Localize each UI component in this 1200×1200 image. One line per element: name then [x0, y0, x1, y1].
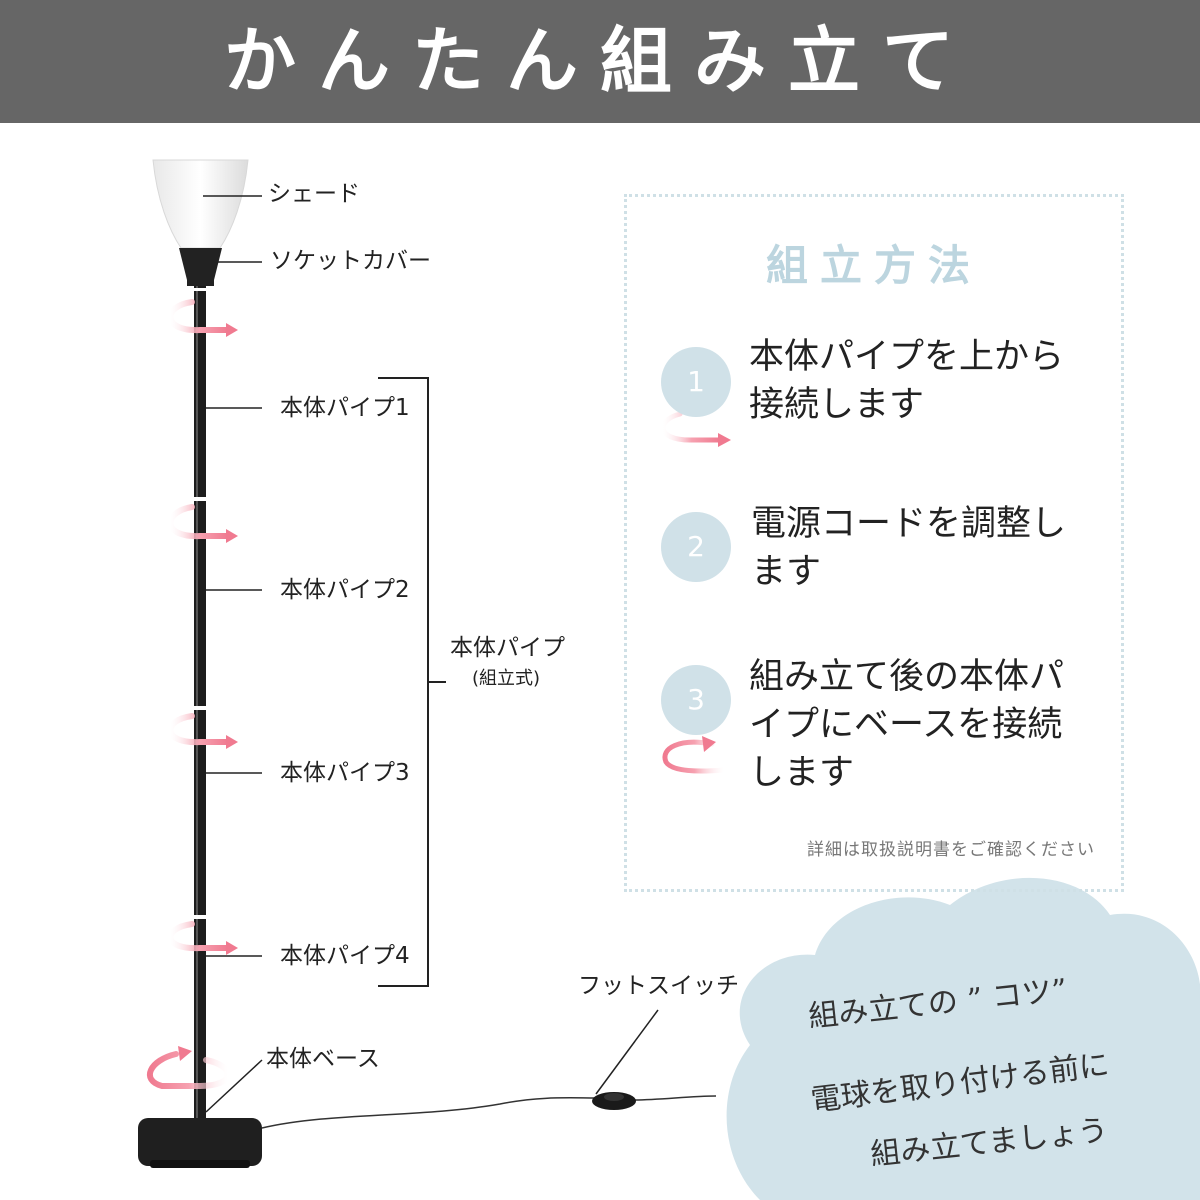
label-pipe4: 本体パイプ4	[280, 943, 410, 969]
step1-line1: 本体パイプを上から	[749, 337, 1065, 377]
socket-cover	[179, 248, 222, 280]
step2-line1: 電源コードを調整し	[751, 504, 1067, 544]
panel-title: 組立方法	[765, 241, 982, 290]
rotate-arrow-2	[167, 504, 238, 543]
label-foot-switch: フットスイッチ	[578, 973, 739, 999]
label-base: 本体ベース	[266, 1046, 380, 1072]
step1-text: 本体パイプを上から 接続します	[749, 333, 1064, 429]
rotate-arrow-4	[167, 921, 238, 955]
step3-line3: します	[749, 753, 855, 793]
base	[138, 1118, 262, 1166]
step3-number: 3	[661, 665, 731, 735]
step3-rotate-arrow	[662, 736, 727, 774]
label-pipe1: 本体パイプ1	[280, 395, 410, 421]
instructions-panel: 組立方法 1 本体パイプを上から 接続します 2 電源コードを調整し ます 3 …	[624, 194, 1124, 892]
step1-line2: 接続します	[749, 385, 925, 425]
label-pipe3: 本体パイプ3	[280, 760, 410, 786]
rotate-arrow-1	[167, 299, 238, 337]
label-socket-cover: ソケットカバー	[270, 248, 431, 274]
label-pipe2: 本体パイプ2	[280, 577, 410, 603]
step3-line2: イプにベースを接続	[749, 705, 1063, 745]
shade	[152, 159, 249, 249]
step3-text: 組み立て後の本体パ イプにベースを接続 します	[749, 653, 1064, 797]
tip-cloud	[726, 877, 1200, 1200]
step3-line1: 組み立て後の本体パ	[749, 657, 1065, 697]
step2-line2: ます	[751, 552, 822, 592]
step1-rotate-arrow	[660, 411, 731, 447]
label-pipe-group: 本体パイプ	[450, 635, 565, 661]
page-title: かんたん組み立て	[223, 19, 976, 103]
step2-text: 電源コードを調整し ます	[751, 500, 1066, 596]
rotate-arrow-base	[147, 1046, 231, 1089]
rotate-arrow-3	[167, 713, 238, 749]
step2-number: 2	[661, 512, 731, 582]
pipe-bracket	[378, 377, 429, 987]
label-pipe-group-sub: (組立式)	[472, 668, 541, 689]
header-bar	[0, 0, 1200, 123]
step1-number: 1	[661, 347, 731, 417]
label-shade: シェード	[268, 181, 360, 207]
panel-note: 詳細は取扱説明書をご確認ください	[807, 840, 1095, 860]
cord	[261, 1097, 597, 1129]
